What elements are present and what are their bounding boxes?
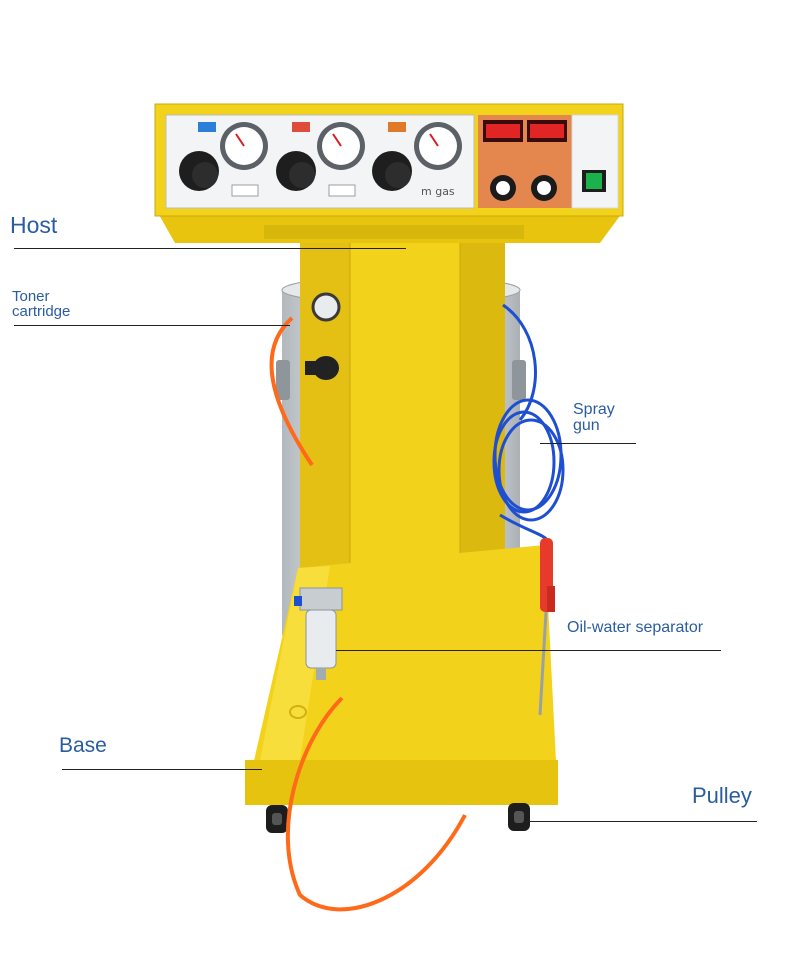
toner-cartridge-leader-line xyxy=(14,325,290,326)
blue-powder-hose-coil xyxy=(492,303,565,541)
base-leader-line xyxy=(62,769,262,770)
control-knob-icon xyxy=(276,151,316,191)
host-callout-label: Host xyxy=(10,212,58,238)
pulley-leader-line xyxy=(525,821,757,822)
pressure-gauge-icon xyxy=(317,122,365,170)
base-callout-label: Base xyxy=(59,734,107,757)
power-switch-icon xyxy=(582,170,606,192)
oil-water-separator-callout-label: Oil-water separator xyxy=(567,619,704,636)
spray-gun xyxy=(538,538,555,716)
orange-air-hose-bottom xyxy=(285,696,467,912)
gas-panel-label: m gas xyxy=(421,185,455,198)
spray-gun-leader-line xyxy=(540,443,636,444)
pressure-gauge-icon xyxy=(220,122,268,170)
spray-gun-callout-label: Spray gun xyxy=(573,401,615,434)
pulley-callout-label: Pulley xyxy=(692,783,752,808)
host-leader-line xyxy=(14,248,406,249)
pulley-wheels xyxy=(266,803,530,833)
pressure-gauge-icon xyxy=(414,122,462,170)
column-pressure-gauge-icon xyxy=(311,292,341,322)
led-display xyxy=(483,120,567,142)
oil-water-separator-unit xyxy=(294,587,343,680)
orange-air-hose-top xyxy=(269,316,314,467)
control-knob-icon xyxy=(490,175,516,201)
oil-water-separator-leader-line xyxy=(336,650,721,651)
control-knob-icon xyxy=(531,175,557,201)
control-knob-icon xyxy=(179,151,219,191)
toner-cartridge-callout-label: Toner cartridge xyxy=(12,288,71,320)
control-knob-icon xyxy=(372,151,412,191)
